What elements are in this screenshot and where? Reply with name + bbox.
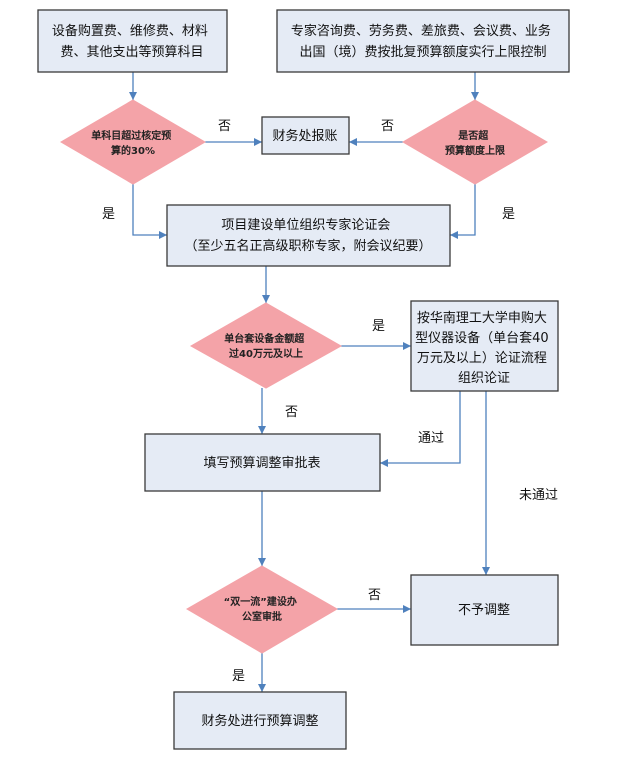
svg-text:是否超 预算额度上限: 是否超 预算额度上限 (445, 129, 506, 157)
label-decision30-yes: 是 (102, 207, 115, 222)
decision-40w-line-1: 单台套设备金额超 (224, 332, 305, 345)
finance-reimburse-label: 财务处报账 (272, 128, 337, 144)
decision-40w-line-2: 过40万元及以上 (229, 347, 303, 360)
svg-text:设备购置费、维修费、材料 费、其他支出等预算科目: 设备购置费、维修费、材料 费、其他支出等预算科目 (52, 23, 212, 60)
no-adjust-label: 不予调整 (458, 603, 510, 618)
edge-scut-review-to-fill-form (380, 391, 461, 467)
svg-text:财务处进行预算调整: 财务处进行预算调整 (201, 713, 318, 729)
decision-over-limit-diamond: 是否超 预算额度上限 (402, 99, 548, 185)
expense-items-box: 设备购置费、维修费、材料 费、其他支出等预算科目 (37, 9, 228, 73)
decision-over-limit-line-1: 是否超 (457, 129, 489, 142)
label-decision-office-yes: 是 (232, 669, 245, 684)
fill-form-box: 填写预算调整审批表 (144, 433, 381, 492)
label-scut-fail: 未通过 (519, 488, 558, 503)
expert-review-line-2: （至少五名正高级职称专家，附会议纪要） (184, 238, 431, 254)
svg-text:项目建设单位组织专家论证会 （至少五名正高级职称: 项目建设单位组织专家论证会 （至少五名正高级职称专家，附会议纪要） (184, 217, 431, 254)
decision-over-limit-line-2: 预算额度上限 (445, 144, 506, 157)
decision-over-30-line-2: 算的30% (110, 144, 155, 157)
consult-items-line-1: 专家咨询费、劳务费、差旅费、会议费、业务 (291, 23, 551, 39)
decision-40w-diamond: 单台套设备金额超 过40万元及以上 (189, 302, 343, 389)
label-decision-limit-no: 否 (381, 119, 394, 134)
decision-office-diamond: “双一流”建设办 公室审批 (186, 565, 338, 654)
svg-text:单台套设备金额超 过40万元及以上: 单台套设备金额超 过40万元及以上 (224, 332, 307, 360)
expense-items-line-2: 费、其他支出等预算科目 (60, 44, 203, 60)
expert-review-line-1: 项目建设单位组织专家论证会 (221, 217, 390, 233)
label-scut-pass: 通过 (418, 431, 444, 446)
svg-text:不予调整: 不予调整 (458, 603, 510, 618)
svg-text:财务处报账: 财务处报账 (272, 128, 337, 144)
consult-items-box: 专家咨询费、劳务费、差旅费、会议费、业务 出国（境）费按批复预算额度实行上限控制 (276, 9, 570, 73)
scut-review-line-1: 按华南理工大学申购大 (417, 310, 547, 326)
scut-review-line-3: 万元及以上）论证流程 (417, 351, 547, 366)
label-decision40w-yes: 是 (372, 319, 385, 334)
label-decision-office-no: 否 (368, 588, 381, 603)
no-adjust-box: 不予调整 (410, 574, 559, 646)
label-decision-limit-yes: 是 (502, 207, 515, 222)
fill-form-label: 填写预算调整审批表 (203, 456, 320, 471)
svg-text:单科目超过核定预 算的30%: 单科目超过核定预 算的30% (91, 129, 174, 157)
label-decision40w-no: 否 (285, 405, 298, 420)
edge-decision-limit-to-expert-review (450, 184, 476, 239)
expense-items-line-1: 设备购置费、维修费、材料 (52, 23, 208, 39)
edge-labels: 否 是 否 是 是 否 通过 未通过 否 是 (102, 119, 558, 684)
svg-text:按华南理工大学申购大 型仪器设备（单台套40: 按华南理工大学申购大 型仪器设备（单台套40 万元及以上）论证流程 组织论证 (415, 310, 553, 386)
finance-reimburse-box: 财务处报账 (261, 116, 350, 155)
decision-office-line-2: 公室审批 (242, 610, 282, 623)
finance-adjust-label: 财务处进行预算调整 (201, 713, 318, 729)
svg-text:专家咨询费、劳务费、差旅费、会议费、业务 出国（: 专家咨询费、劳务费、差旅费、会议费、业务 出国（境）费按批复预算额度实行上限控制 (291, 23, 555, 60)
label-decision30-no: 否 (218, 119, 231, 134)
edge-decision30-to-expert-review (132, 184, 167, 239)
scut-review-box: 按华南理工大学申购大 型仪器设备（单台套40 万元及以上）论证流程 组织论证 (410, 300, 559, 392)
expert-review-box: 项目建设单位组织专家论证会 （至少五名正高级职称专家，附会议纪要） (166, 204, 451, 267)
scut-review-line-4: 组织论证 (458, 371, 510, 386)
consult-items-line-2: 出国（境）费按批复预算额度实行上限控制 (299, 44, 546, 60)
svg-text:填写预算调整审批表: 填写预算调整审批表 (203, 456, 320, 471)
svg-text:“双一流”建设办 公室审批: “双一流”建设办 公室审批 (224, 595, 301, 623)
decision-over-30-diamond: 单科目超过核定预 算的30% (60, 99, 206, 185)
edges (129, 72, 490, 692)
scut-review-line-2: 型仪器设备（单台套40 (415, 330, 549, 346)
decision-office-line-1: “双一流”建设办 (224, 595, 297, 608)
finance-adjust-box: 财务处进行预算调整 (173, 691, 347, 750)
decision-over-30-line-1: 单科目超过核定预 (91, 129, 171, 142)
